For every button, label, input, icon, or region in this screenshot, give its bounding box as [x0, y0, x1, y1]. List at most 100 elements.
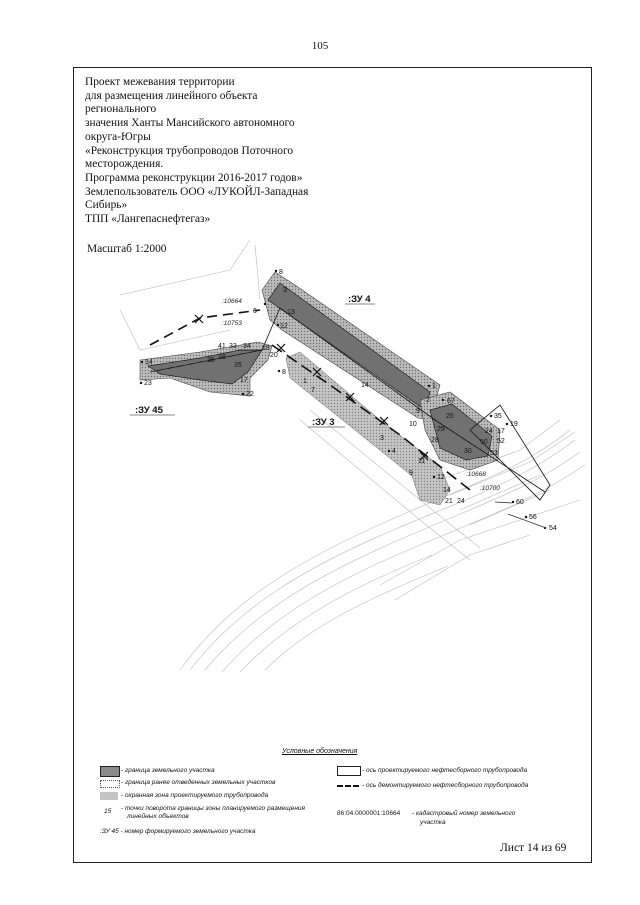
- turn-point: 1: [303, 378, 307, 385]
- turn-point: 7: [311, 387, 315, 394]
- plot-boundary-junction: [429, 403, 493, 461]
- turn-point: 50: [480, 439, 488, 446]
- turn-point: 35: [234, 362, 242, 369]
- plot-label-zu45: :ЗУ 45: [135, 405, 164, 416]
- turn-point: 11: [418, 458, 425, 465]
- turn-point: 14: [443, 487, 451, 494]
- plot-boundary-zu4: [267, 282, 431, 411]
- title-line: ТПП «Лангепаснефтегаз»: [85, 213, 211, 226]
- turn-point: 60: [516, 499, 524, 506]
- cadastral-label: :10700: [480, 485, 500, 492]
- title-line: Программа реконструкции 2016-2017 годов»: [85, 171, 303, 184]
- title-line: значения Ханты Мансийского автономного: [85, 117, 295, 130]
- turn-point: 53: [490, 450, 498, 457]
- legend-cadastral-desc-2: участка: [420, 819, 446, 826]
- title-block: Проект межевания территории для размещен…: [85, 76, 355, 227]
- legend-swatch-boundary: [100, 766, 120, 777]
- projected-pipeline-axis: [149, 307, 546, 493]
- turn-point: 22: [246, 391, 254, 398]
- turn-point-dots: [139, 269, 547, 530]
- legend-boundary: - граница земельного участка: [121, 767, 215, 774]
- cadastral-label: :10753: [222, 320, 242, 327]
- turn-point: 8: [279, 269, 283, 276]
- legend-turn-sample: 15: [104, 808, 112, 815]
- turn-point: 18: [262, 345, 270, 352]
- dismantled-pipeline-axis: [149, 309, 261, 346]
- turn-point: 9: [409, 470, 413, 477]
- turn-point: 24: [485, 428, 493, 435]
- turn-point: 28: [431, 437, 439, 444]
- page-number: 105: [311, 40, 329, 52]
- legend-cadastral-desc: - кадастровый номер земельного: [412, 810, 516, 817]
- turn-point: 9: [416, 408, 420, 415]
- turn-point: 52: [497, 438, 505, 445]
- legend-plot-number: :ЗУ 45 - номер формируемого земельного у…: [100, 828, 256, 835]
- plot-boundary-zu45: [147, 349, 263, 385]
- turn-point: 26: [446, 413, 454, 420]
- legend-swatch-zone: [100, 792, 118, 800]
- legend-projected-axis: - ось проектируемого нефтесборного трубо…: [362, 767, 528, 774]
- turn-point: 17: [240, 377, 248, 384]
- title-line: Проект межевания территории: [85, 76, 235, 88]
- legend-turn-points: - точки поворота границы зоны планируемо…: [121, 805, 305, 812]
- terrain-lines: [119, 239, 586, 673]
- title-line: Землепользователь ООО «ЛУКОЙЛ-Западная: [85, 185, 309, 198]
- turn-point: 56: [529, 514, 537, 521]
- turn-point: 35: [494, 413, 502, 420]
- legend-protect-zone: - охранная зона проектируемого трубопров…: [121, 792, 269, 799]
- turn-point: 24: [457, 498, 465, 505]
- turn-point: 33: [229, 343, 237, 350]
- turn-point: 38: [218, 354, 226, 361]
- cadastral-label: :10664: [222, 298, 242, 305]
- plot-label-zu3: :ЗУ 3: [312, 417, 335, 428]
- legend-swatch-prior: [100, 780, 120, 788]
- legend-cadastral-sample: 86:04.0000001:10664: [337, 810, 401, 817]
- title-line: месторождения.: [85, 158, 164, 171]
- turn-point: 23: [144, 380, 152, 387]
- turn-point: 12: [437, 474, 445, 481]
- turn-point: 14: [361, 382, 369, 389]
- turn-point: 54: [549, 525, 557, 532]
- turn-point: 36: [207, 357, 215, 364]
- turn-point: 3: [283, 287, 287, 294]
- turn-point: 21: [445, 498, 453, 505]
- prior-allotment-rect: [469, 404, 551, 501]
- title-line: «Реконструкция трубопроводов Поточного: [85, 144, 294, 157]
- turn-point: 6: [253, 308, 257, 315]
- turn-point: 8: [282, 369, 286, 376]
- turn-point: 3: [380, 435, 384, 442]
- turn-point: 12: [280, 323, 288, 330]
- turn-point: 30: [464, 448, 472, 455]
- title-line: регионального: [85, 103, 157, 116]
- legend-title: Условные обозначения: [282, 748, 358, 755]
- dismantled-pipeline-axis: [271, 344, 471, 491]
- legend-prior-boundary: - граница ранее отведенных земельных уча…: [121, 779, 276, 786]
- turn-point: 10: [409, 421, 417, 428]
- legend-turn-points-2: линейных объектов: [127, 813, 189, 820]
- title-line: Сибирь»: [85, 199, 128, 212]
- turn-point: 17: [497, 428, 505, 435]
- turn-point-labels: 8 3 6 13 12 41 33 34 18 20 36 38 35 14 1…: [144, 269, 557, 532]
- title-line: для размещения линейного объекта: [85, 89, 258, 102]
- turn-point: 1: [432, 383, 436, 390]
- legend-swatch-dismantled: [337, 785, 359, 787]
- map-scale: Масштаб 1:2000: [87, 243, 167, 255]
- turn-point: 4: [392, 448, 396, 455]
- legend-swatch-projected: [337, 766, 361, 776]
- turn-point: 34: [243, 343, 251, 350]
- plot-label-zu4: :ЗУ 4: [348, 294, 371, 305]
- turn-point: 20: [270, 352, 278, 359]
- sheet-number: Лист 14 из 69: [500, 842, 567, 854]
- title-line: округа-Югры: [85, 130, 151, 143]
- legend-dismantled-axis: - ось демонтируемого нефтесборного трубо…: [362, 782, 529, 789]
- turn-point: 13: [287, 309, 295, 316]
- turn-point: 29: [437, 426, 445, 433]
- cadastral-label: :10668: [466, 471, 486, 478]
- dismantled-markers: [194, 314, 429, 461]
- protect-zone-zu3: [285, 351, 451, 506]
- sheet-frame: [73, 67, 592, 863]
- turn-point: 41: [218, 343, 226, 350]
- turn-point: 14: [145, 359, 153, 366]
- turn-point: 19: [510, 421, 518, 428]
- turn-point: 67: [447, 398, 455, 405]
